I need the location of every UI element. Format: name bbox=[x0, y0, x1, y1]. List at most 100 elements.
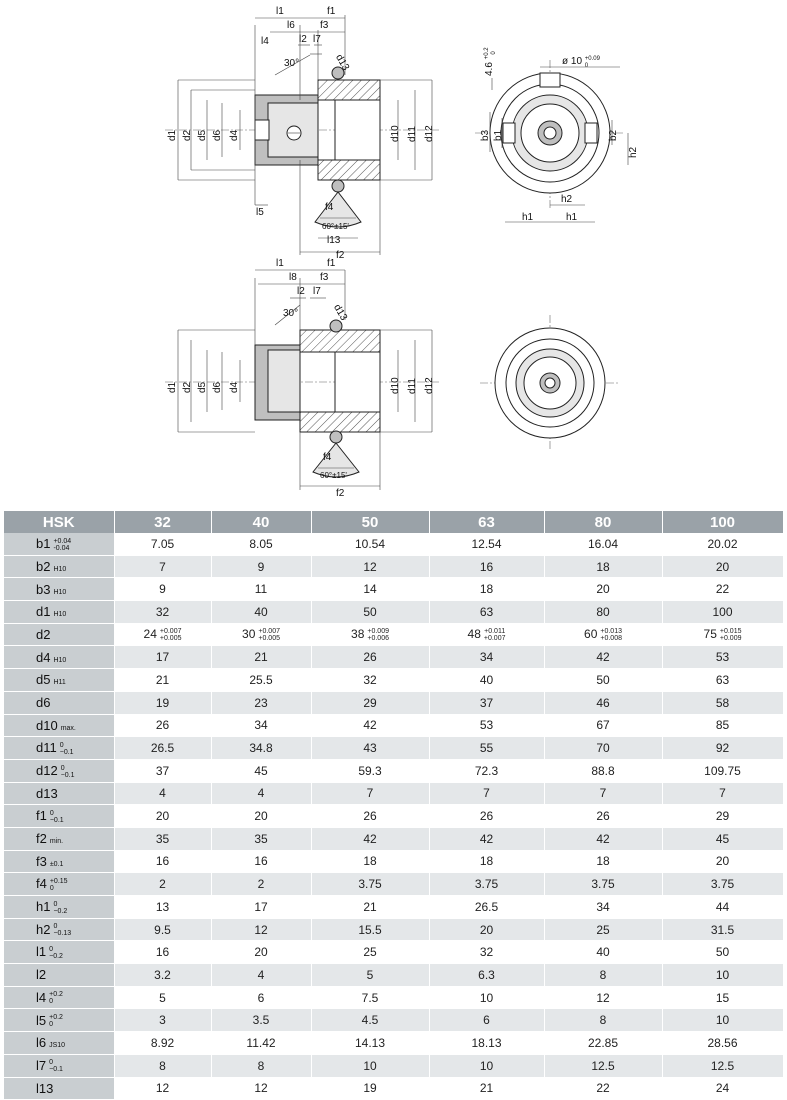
label-d10: d10 bbox=[390, 125, 401, 142]
cell-d1-63: 63 bbox=[429, 600, 545, 624]
cell-f2-80: 42 bbox=[544, 827, 663, 851]
cell-l6-80: 22.85 bbox=[544, 1031, 663, 1055]
cell-b2-63: 16 bbox=[429, 555, 545, 579]
cell-d6-50: 29 bbox=[311, 691, 430, 715]
cell-l5-80: 8 bbox=[544, 1008, 663, 1033]
label-60deg: 60°±15' bbox=[322, 222, 349, 231]
label-d5-b: d5 bbox=[197, 381, 208, 393]
label-h2-right: h2 bbox=[628, 146, 639, 158]
cell-l4-50: 7.5 bbox=[311, 986, 430, 1010]
cell-f4-80: 3.75 bbox=[544, 872, 663, 896]
label-b2: b2 bbox=[608, 129, 619, 141]
label-f4: f4 bbox=[325, 202, 334, 213]
cell-d5-63: 40 bbox=[429, 668, 545, 692]
cell-d13-50: 7 bbox=[311, 782, 430, 806]
cell-l2-50: 5 bbox=[311, 963, 430, 987]
label-d11: d11 bbox=[407, 126, 418, 142]
cell-h1-40: 17 bbox=[211, 895, 312, 919]
technical-drawings: l1 f1 l6 f3 l2 l7 l4 30° d13 d1 d2 d5 d6… bbox=[165, 6, 639, 499]
cell-f1-100: 29 bbox=[662, 804, 784, 828]
cell-l2-63: 6.3 bbox=[429, 963, 545, 987]
cell-d6-100: 58 bbox=[662, 691, 784, 715]
header-size-50: 50 bbox=[311, 511, 430, 533]
label-l6: l6 bbox=[287, 20, 295, 31]
cell-l6-40: 11.42 bbox=[211, 1031, 312, 1055]
cell-d12-40: 45 bbox=[211, 759, 312, 783]
label-d12-b: d12 bbox=[424, 377, 435, 394]
cell-f4-32: 2 bbox=[114, 872, 212, 896]
cell-d4-32: 17 bbox=[114, 645, 212, 670]
cell-f4-63: 3.75 bbox=[429, 872, 545, 896]
cell-b2-100: 20 bbox=[662, 555, 784, 579]
row-label-f3: f3±0.1 bbox=[4, 850, 115, 874]
cell-b3-32: 9 bbox=[114, 577, 212, 602]
cell-d2-50: 38+0.009+0.006 bbox=[311, 623, 430, 647]
cell-b1-63: 12.54 bbox=[429, 533, 545, 556]
cell-l5-50: 4.5 bbox=[311, 1008, 430, 1033]
label-slot-width: 4.6 +0.2 0 bbox=[480, 45, 497, 76]
cell-l13-32: 12 bbox=[114, 1077, 212, 1100]
cell-l13-100: 24 bbox=[662, 1077, 784, 1100]
cell-b3-100: 22 bbox=[662, 577, 784, 602]
label-hole-dia: ø 10 +0.09 0 bbox=[562, 52, 603, 69]
label-h1-right: h1 bbox=[566, 212, 578, 223]
cell-f4-50: 3.75 bbox=[311, 872, 430, 896]
cell-b3-80: 20 bbox=[544, 577, 663, 602]
cell-d1-50: 50 bbox=[311, 600, 430, 624]
label-d1: d1 bbox=[167, 129, 178, 141]
label-d5: d5 bbox=[197, 129, 208, 141]
cell-d12-50: 59.3 bbox=[311, 759, 430, 783]
cell-l7-50: 10 bbox=[311, 1054, 430, 1078]
cell-l13-40: 12 bbox=[211, 1077, 312, 1100]
cell-l1-80: 40 bbox=[544, 940, 663, 965]
cell-d10-63: 53 bbox=[429, 714, 545, 738]
cell-l7-100: 12.5 bbox=[662, 1054, 784, 1078]
cell-l2-100: 10 bbox=[662, 963, 784, 987]
cell-l5-40: 3.5 bbox=[211, 1008, 312, 1033]
cell-d1-40: 40 bbox=[211, 600, 312, 624]
cell-l4-100: 15 bbox=[662, 986, 784, 1010]
end-view-top: 4.6 +0.2 0 ø 10 +0.09 0 b3 b1 b2 h2 h2 h… bbox=[475, 45, 639, 223]
label-d11-b: d11 bbox=[407, 378, 418, 394]
header-size-63: 63 bbox=[429, 511, 545, 533]
cell-d11-40: 34.8 bbox=[211, 736, 312, 760]
cell-f2-50: 42 bbox=[311, 827, 430, 851]
cell-f4-100: 3.75 bbox=[662, 872, 784, 896]
cell-d12-100: 109.75 bbox=[662, 759, 784, 783]
cell-d11-80: 70 bbox=[544, 736, 663, 760]
cell-l5-100: 10 bbox=[662, 1008, 784, 1033]
cell-d10-50: 42 bbox=[311, 714, 430, 738]
cell-d4-50: 26 bbox=[311, 645, 430, 670]
cell-l2-80: 8 bbox=[544, 963, 663, 987]
cell-d1-80: 80 bbox=[544, 600, 663, 624]
cell-h1-50: 21 bbox=[311, 895, 430, 919]
label-d10-b: d10 bbox=[390, 377, 401, 394]
cell-f4-40: 2 bbox=[211, 872, 312, 896]
cell-h2-100: 31.5 bbox=[662, 918, 784, 942]
cell-f2-63: 42 bbox=[429, 827, 545, 851]
cell-d2-32: 24+0.007+0.005 bbox=[114, 623, 212, 647]
label-l4: l4 bbox=[261, 36, 269, 47]
label-h1-left: h1 bbox=[522, 212, 534, 223]
cell-h1-80: 34 bbox=[544, 895, 663, 919]
cell-d5-80: 50 bbox=[544, 668, 663, 692]
label-l2: l2 bbox=[299, 34, 307, 45]
